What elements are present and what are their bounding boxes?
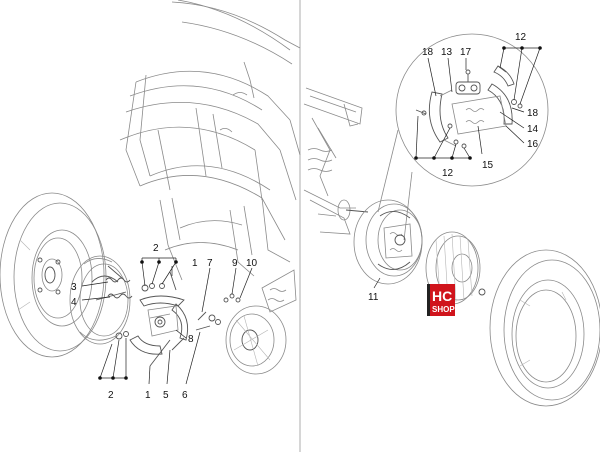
right-leader-lines [373,47,541,289]
callout-12-top: 12 [515,32,527,43]
callout-2-top: 2 [153,243,159,254]
callout-5: 5 [163,390,169,401]
hc-shop-logo: HC SHOP [427,284,455,316]
detail-brake-shoes-drawing [415,65,523,149]
brake-shoes-drawing [129,295,189,355]
callout-11: 11 [368,292,379,303]
logo-stripe [427,284,430,316]
callout-1-bottom: 1 [145,390,151,401]
drum-hub-drawing [225,269,297,375]
rear-drum-drawing [425,231,486,305]
callout-12-bottom: 12 [442,168,454,179]
callout-9: 9 [232,258,238,269]
callout-2-bottom: 2 [108,390,114,401]
left-panel-illustration: 2 1 7 9 10 3 4 8 2 1 5 6 [0,0,301,401]
detail-zoom-circle [377,33,549,241]
callout-7: 7 [207,258,213,269]
callout-17: 17 [460,47,472,58]
callout-18-right: 18 [527,108,539,119]
logo-text-shop: SHOP [432,305,455,314]
callout-14: 14 [527,124,539,135]
engine-frame-drawing [303,87,369,235]
callout-10: 10 [246,258,258,269]
left-bracket-dots [98,260,178,380]
callout-8: 8 [188,334,194,345]
callout-18-left: 18 [422,47,434,58]
callout-16: 16 [527,139,539,150]
front-wheel-drawing [0,192,107,358]
callout-6: 6 [182,390,188,401]
fasteners-drawing [115,271,241,367]
logo-background [427,284,455,316]
callout-13: 13 [441,47,453,58]
callout-4: 4 [71,297,77,308]
scooter-body-drawing [119,0,301,281]
right-bracket-dots [414,46,542,160]
brake-springs-drawing [105,277,133,299]
backplate-assembly-drawing [353,199,423,285]
brake-backplate-drawing [69,255,131,345]
left-leader-lines [81,257,253,385]
rear-tyre-drawing [489,249,600,407]
callout-3: 3 [71,282,77,293]
callout-15: 15 [482,160,494,171]
logo-text-hc: HC [432,288,452,304]
right-panel-illustration: 12 18 13 17 18 14 16 15 12 11 HC SHOP [303,32,600,407]
callout-1: 1 [192,258,198,269]
